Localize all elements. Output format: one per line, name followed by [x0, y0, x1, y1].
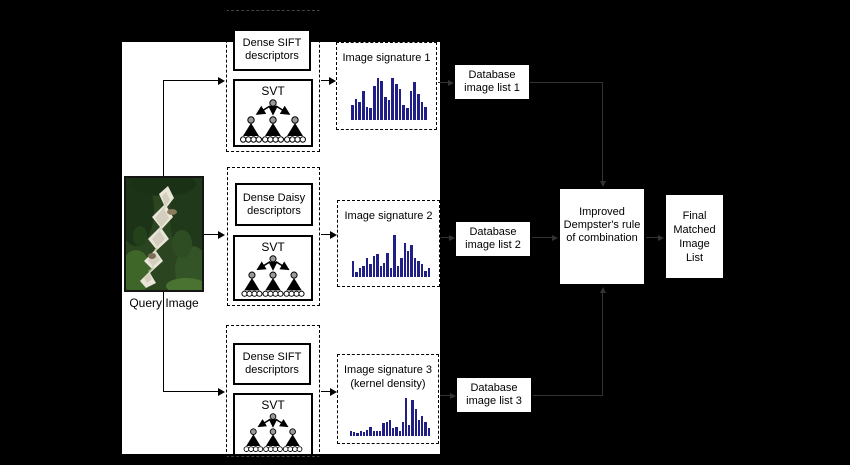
dempster-line1: Improved — [579, 206, 625, 218]
query-image-label: Query Image — [129, 296, 199, 310]
database-list1-line1: Database — [468, 69, 516, 81]
branch1-descriptor-line2: descriptors — [245, 50, 299, 62]
database-list3-line2: image list 3 — [466, 395, 522, 407]
branch2-descriptor-line1: Dense Daisy — [242, 191, 306, 204]
connector-query-to-branch2 — [204, 234, 218, 235]
database-list3-line1: Database — [470, 382, 518, 394]
branch1-svt-box: SVT — [233, 79, 313, 147]
arrowhead-db2 — [449, 234, 455, 241]
arrowhead-sig2 — [330, 230, 337, 239]
database-list3-box: Database image list 3 — [456, 377, 532, 413]
arrowhead-sig1 — [329, 76, 336, 85]
branch1-descriptor-box: Dense SIFT descriptors — [233, 29, 311, 71]
final-matched-list-box: Final Matched Image List — [665, 194, 724, 279]
branch2-svt-box: SVT — [233, 235, 313, 301]
arrowhead-sig3 — [330, 387, 337, 396]
arrowhead-dempster-bottom — [599, 287, 606, 293]
arrowhead-dempster-top — [599, 181, 606, 187]
connector-query-to-branch3-h — [163, 391, 218, 392]
connector-sig3-to-db3 — [440, 395, 451, 396]
branch2-descriptor-box: Dense Daisy descriptors — [235, 183, 313, 226]
branch3-descriptor-line1: Dense SIFT — [242, 351, 302, 363]
signature3-title: Image signature 3 — [343, 364, 433, 376]
connector-branch3-to-sig3 — [321, 391, 331, 392]
signature3-subtitle: (kernel density) — [350, 378, 426, 390]
arrowhead-db1 — [448, 79, 454, 86]
connector-db2-to-dempster — [532, 237, 553, 238]
connector-query-to-branch3 — [163, 292, 164, 391]
svt-tree-icon — [239, 99, 307, 143]
branch2-descriptor-line2: descriptors — [247, 204, 301, 217]
connector-db3-v — [602, 293, 603, 395]
arrowhead-final — [658, 234, 664, 241]
signature1-box: Image signature 1 — [336, 42, 437, 130]
connector-db3-h — [533, 395, 603, 396]
connector-query-to-branch1 — [163, 80, 164, 176]
signature3-histogram — [350, 398, 430, 436]
database-list2-line1: Database — [469, 226, 517, 238]
connector-dempster-to-final — [646, 237, 659, 238]
signature3-box: Image signature 3 (kernel density) — [337, 354, 439, 444]
arrowhead-dempster-left — [552, 234, 558, 241]
signature2-title: Image signature 2 — [344, 210, 433, 222]
final-line1: Final — [682, 209, 707, 222]
database-list2-box: Database image list 2 — [455, 221, 531, 257]
signature2-histogram — [352, 235, 431, 277]
branch2-container — [227, 167, 320, 306]
branch3-container — [226, 325, 320, 457]
branch3-svt-box: SVT — [233, 393, 313, 454]
branch1-svt-label: SVT — [261, 84, 285, 98]
signature1-histogram — [351, 78, 428, 120]
branch1-descriptor-line1: Dense SIFT — [242, 37, 302, 49]
forest-waterfall-photo — [118, 170, 210, 294]
arrowhead-branch2-in — [218, 230, 225, 239]
arrowhead-branch1-in — [218, 76, 225, 85]
database-list1-box: Database image list 1 — [454, 64, 530, 100]
branch3-descriptor-box: Dense SIFT descriptors — [233, 343, 311, 385]
arrowhead-branch3-in — [218, 387, 225, 396]
final-line2: Matched — [673, 223, 716, 236]
connector-query-to-branch1-h — [163, 80, 218, 81]
arrowhead-db3 — [450, 392, 456, 399]
dempster-combination-box: Improved Dempster's rule of combination — [559, 188, 645, 285]
connector-db1-v — [602, 82, 603, 182]
connector-db1-h — [530, 82, 602, 83]
final-line4: List — [685, 251, 704, 264]
svt-tree-icon — [241, 255, 305, 297]
branch1-container — [226, 10, 320, 152]
query-image — [118, 170, 210, 294]
database-list1-line2: image list 1 — [464, 82, 520, 94]
branch2-svt-label: SVT — [261, 240, 285, 254]
signature1-title: Image signature 1 — [342, 52, 431, 64]
connector-sig2-to-db2 — [441, 237, 450, 238]
connector-branch2-to-sig2 — [321, 234, 331, 235]
connector-branch1-to-sig1 — [321, 80, 330, 81]
final-line3: Image — [679, 237, 710, 250]
dempster-line2: Dempster's rule — [563, 219, 641, 231]
dempster-line3: of combination — [566, 232, 638, 244]
connector-sig1-to-db1 — [438, 82, 449, 83]
database-list2-line2: image list 2 — [465, 239, 521, 251]
svt-tree-icon — [243, 413, 303, 452]
signature2-box: Image signature 2 — [337, 200, 440, 287]
branch3-svt-label: SVT — [261, 398, 285, 412]
branch3-descriptor-line2: descriptors — [245, 364, 299, 376]
